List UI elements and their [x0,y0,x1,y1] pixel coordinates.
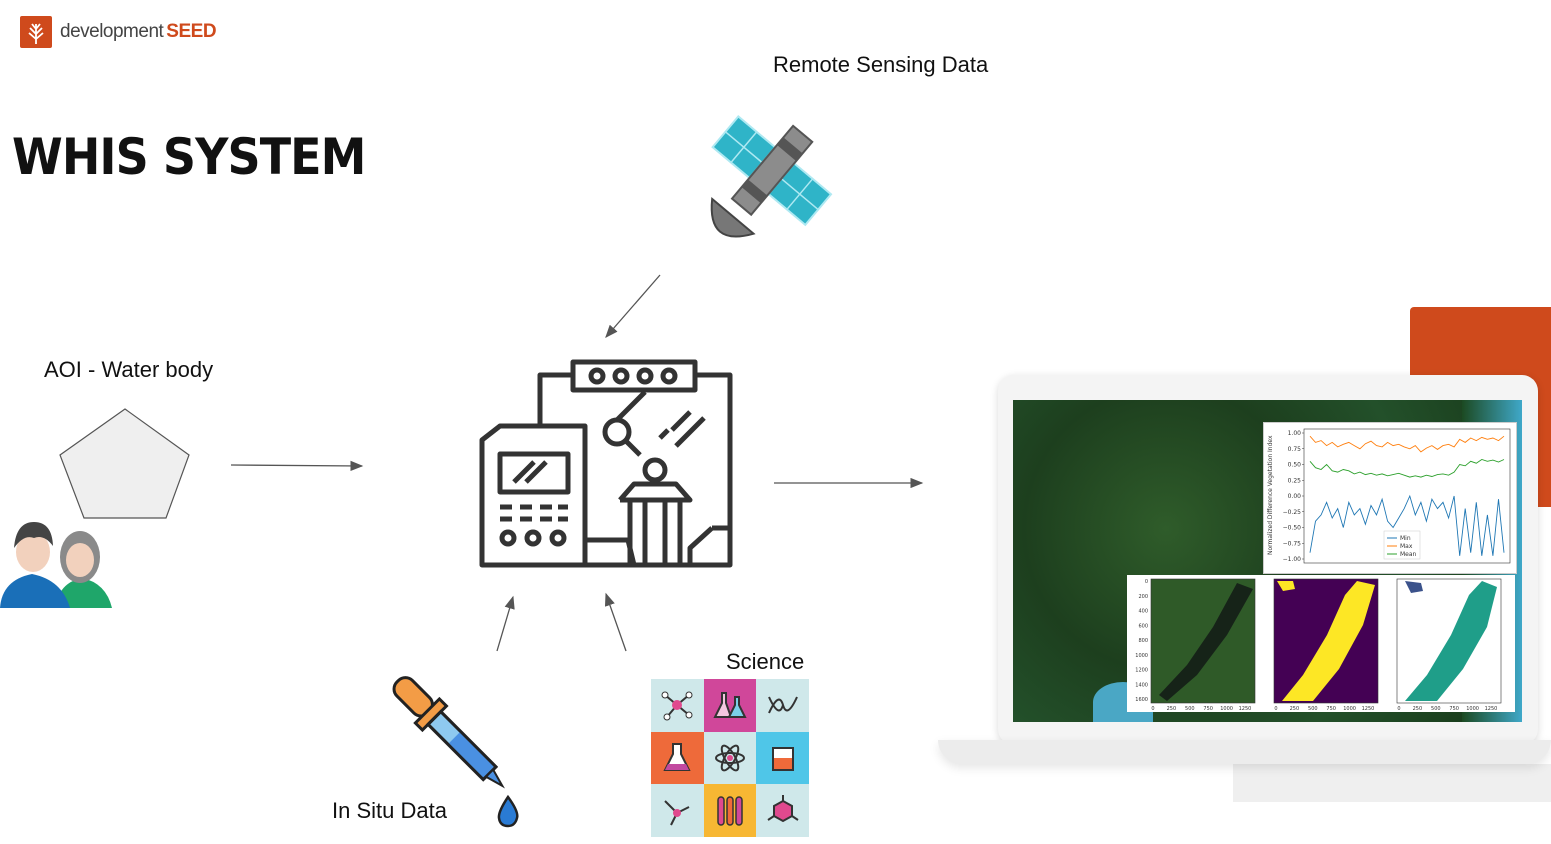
page-title: WHIS SYSTEM [12,128,366,186]
ndvi-ytick-label: −0.25 [1283,509,1302,516]
map-xtick-label: 750 [1449,706,1459,712]
ndvi-ytick-label: 0.25 [1288,477,1302,484]
ndvi-ytick-label: −1.00 [1283,556,1302,563]
science-icon-grid [651,679,809,837]
ndvi-ytick-label: 1.00 [1288,430,1302,437]
mask-water-small [1277,581,1295,591]
ndvi-series-min [1309,494,1505,556]
map-xtick-label: 1000 [1343,706,1356,712]
map-xtick-label: 1250 [1485,706,1498,712]
test-tubes-icon [703,784,757,837]
map-ytick-label: 600 [1138,623,1148,629]
molecule-branch-icon [651,784,704,837]
aoi-label: AOI - Water body [44,357,214,382]
map-ytick-label: 1000 [1135,653,1148,659]
beaker-icon [756,731,809,785]
map-xtick-label: 750 [1326,706,1336,712]
arrow-insitu-to-processor [496,595,515,652]
map-xtick-label: 250 [1290,706,1300,712]
ndvi-ytick-label: 0.50 [1288,462,1302,469]
map-xtick-label: 1250 [1239,706,1252,712]
map-xtick-label: 1000 [1466,706,1479,712]
map-xtick-label: 1000 [1220,706,1233,712]
hexagon-molecule-icon [756,784,809,837]
map-ytick-label: 800 [1138,638,1148,644]
map-xtick-label: 500 [1431,706,1441,712]
map-ytick-label: 400 [1138,609,1148,615]
map-xtick-label: 250 [1167,706,1177,712]
ndvi-line-chart: Normalized Difference Vegetation Index 1… [1267,428,1511,564]
remote-sensing-label: Remote Sensing Data [773,52,989,77]
users-icon [0,522,112,608]
atom-icon [703,731,757,785]
ndvi-ylabel: Normalized Difference Vegetation Index [1267,435,1274,555]
laptop-stand [1233,764,1551,802]
index-water-small [1405,581,1423,593]
flasks-icon [703,679,757,732]
flask-icon [651,731,704,785]
arrow-aoi-to-processor [230,460,364,472]
mask-water-body [1282,581,1375,701]
map-xtick-label: 250 [1413,706,1423,712]
processing-system-icon [479,359,733,568]
ndvi-ytick-label: 0.00 [1288,493,1302,500]
ndvi-legend-label: Min [1400,535,1411,542]
in-situ-label: In Situ Data [332,798,447,823]
ndvi-legend-label: Mean [1400,551,1417,558]
ndvi-ytick-label: −0.50 [1283,525,1302,532]
dropper-icon [392,676,519,828]
map-xtick-label: 0 [1151,706,1154,712]
index-water-body [1405,581,1497,701]
ndvi-series-max [1309,435,1505,453]
map-ytick-label: 1600 [1135,697,1148,703]
aoi-pentagon-icon [59,408,190,519]
laptop-screen: Normalized Difference Vegetation Index 1… [1013,400,1522,722]
ndvi-ytick-label: −0.75 [1283,540,1302,547]
map-ytick-label: 200 [1138,594,1148,600]
laptop-base [938,740,1551,764]
map-xtick-label: 0 [1397,706,1400,712]
ndvi-chart-panel: Normalized Difference Vegetation Index 1… [1263,422,1517,574]
map-ytick-label: 1400 [1135,682,1148,688]
seed-logo-icon [20,16,52,48]
map-xtick-label: 500 [1308,706,1318,712]
dna-icon [756,679,809,732]
science-label: Science [726,649,805,674]
ndvi-legend-label: Max [1400,543,1413,550]
rgb-water-body [1159,583,1253,701]
map-xtick-label: 0 [1274,706,1277,712]
arrow-satellite-to-processor [605,274,661,338]
ndvi-ytick-label: 0.75 [1288,446,1302,453]
map-xtick-label: 750 [1203,706,1213,712]
molecule-icon [651,679,704,732]
satellite-icon [710,115,833,238]
arrow-science-to-processor [604,592,627,652]
map-xtick-label: 500 [1185,706,1195,712]
map-ytick-label: 0 [1145,579,1148,585]
ndvi-series-mean [1309,459,1505,478]
map-xtick-label: 1250 [1362,706,1375,712]
map-ytick-label: 1200 [1135,668,1148,674]
